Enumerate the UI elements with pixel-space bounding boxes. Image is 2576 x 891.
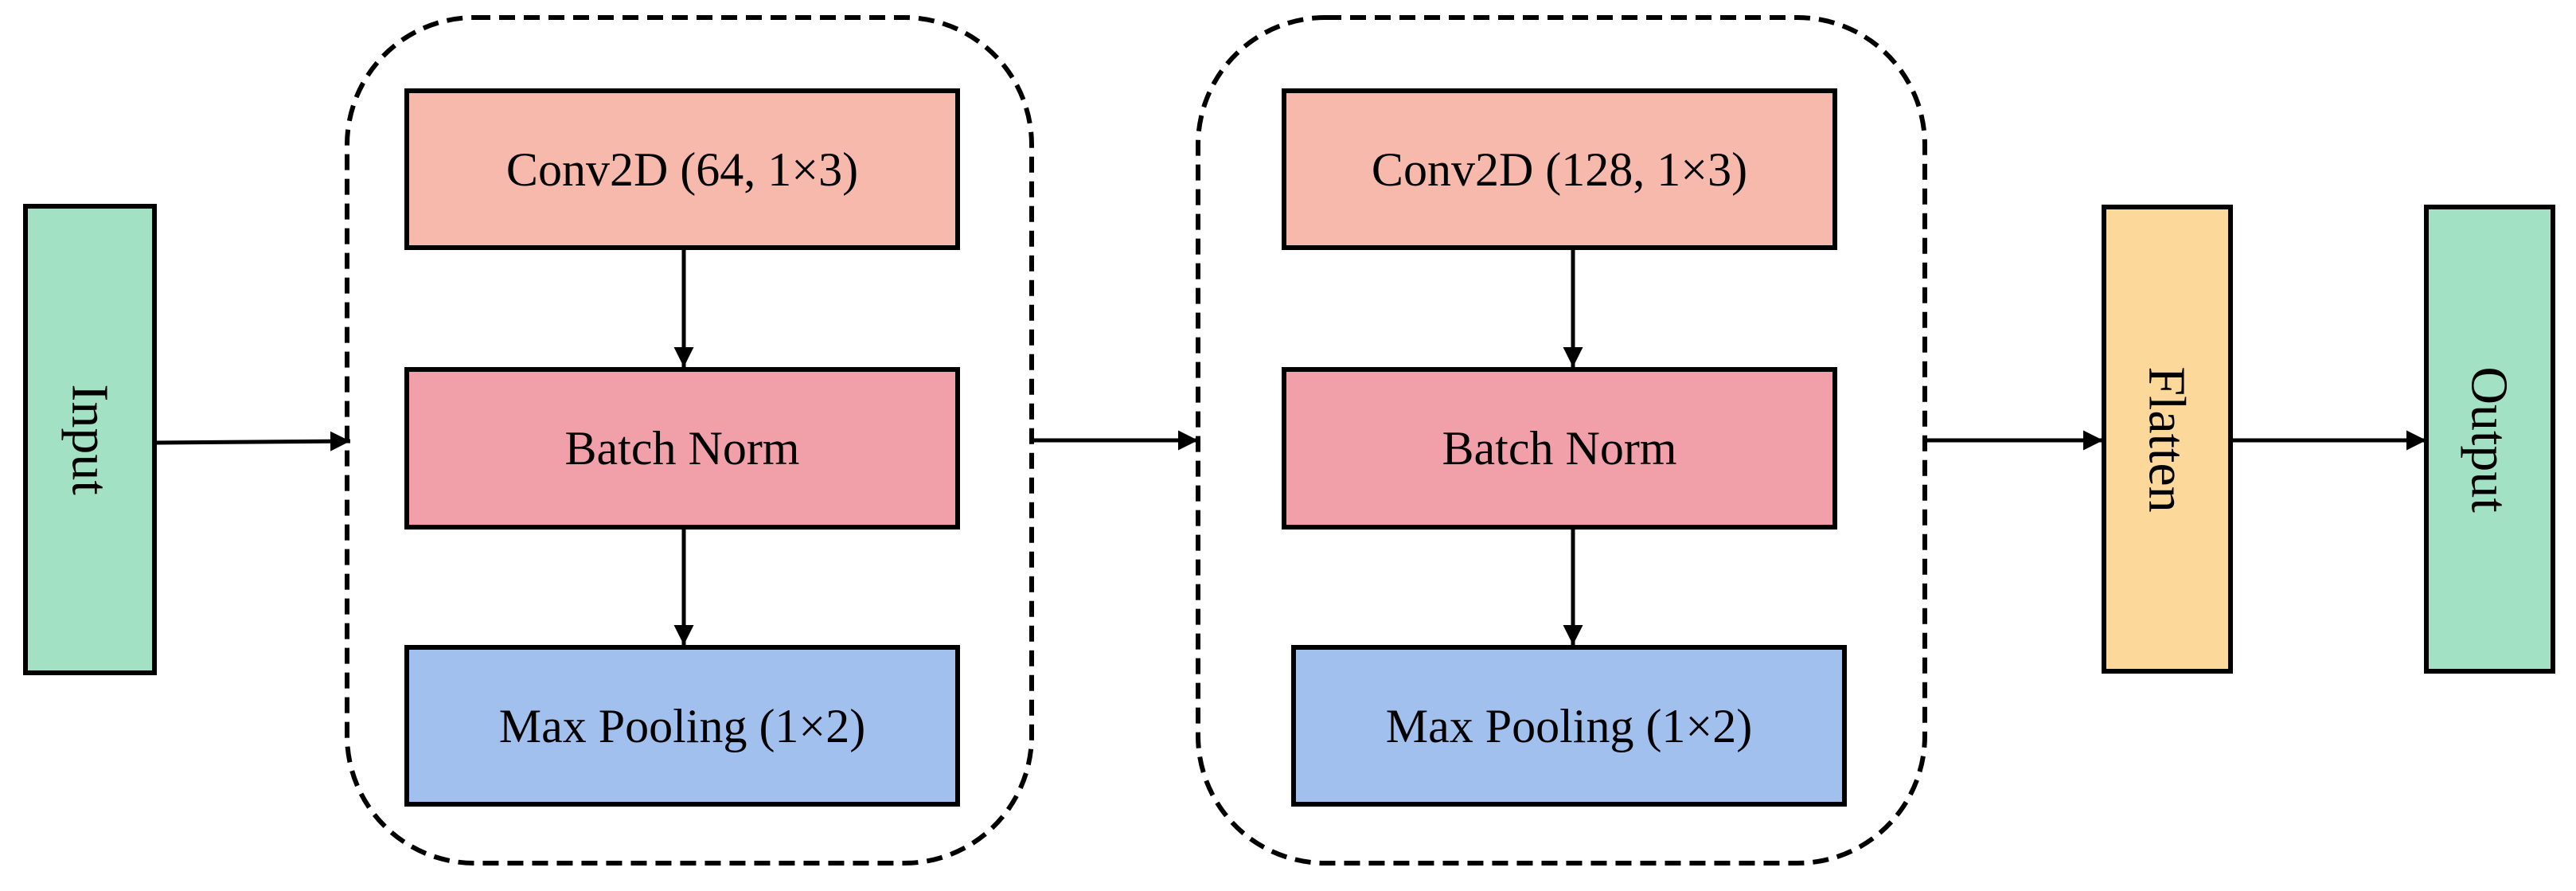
block2-conv-node: Conv2D (128, 1×3) (1282, 88, 1837, 250)
block1-conv-node: Conv2D (64, 1×3) (404, 88, 960, 250)
arrow-input-to-block1 (155, 431, 351, 451)
block2-maxpool-label: Max Pooling (1×2) (1386, 700, 1753, 752)
block1-batchnorm-node: Batch Norm (404, 367, 960, 530)
block2-maxpool-box (1291, 645, 1847, 807)
flatten-label: Flatten (2138, 366, 2196, 512)
block1-batchnorm-box (404, 367, 960, 530)
block2-maxpool-node: Max Pooling (1×2) (1291, 645, 1847, 807)
block1-maxpool-box (404, 645, 960, 807)
flatten-box (2102, 205, 2233, 674)
block1-batchnorm-label: Batch Norm (565, 422, 800, 475)
flatten-node: Flatten (2102, 205, 2233, 674)
block1-conv-box (404, 88, 960, 250)
input-box (23, 204, 157, 675)
block2-conv-box (1282, 88, 1837, 250)
block2-batchnorm-box (1282, 367, 1837, 530)
block1-group (345, 15, 1034, 866)
block2-batchnorm-label: Batch Norm (1442, 422, 1677, 475)
connectors (155, 248, 2426, 645)
output-node: Output (2424, 205, 2555, 674)
block2-batchnorm-node: Batch Norm (1282, 367, 1837, 530)
block1-maxpool-node: Max Pooling (1×2) (404, 645, 960, 807)
block1-conv-label: Conv2D (64, 1×3) (506, 143, 858, 196)
block1-maxpool-label: Max Pooling (1×2) (499, 700, 866, 752)
input-node: Input (23, 204, 157, 675)
block2-group (1196, 15, 1927, 866)
block2-conv-label: Conv2D (128, 1×3) (1372, 143, 1747, 196)
output-box (2424, 205, 2555, 674)
output-label: Output (2461, 366, 2519, 512)
input-label: Input (61, 384, 119, 494)
